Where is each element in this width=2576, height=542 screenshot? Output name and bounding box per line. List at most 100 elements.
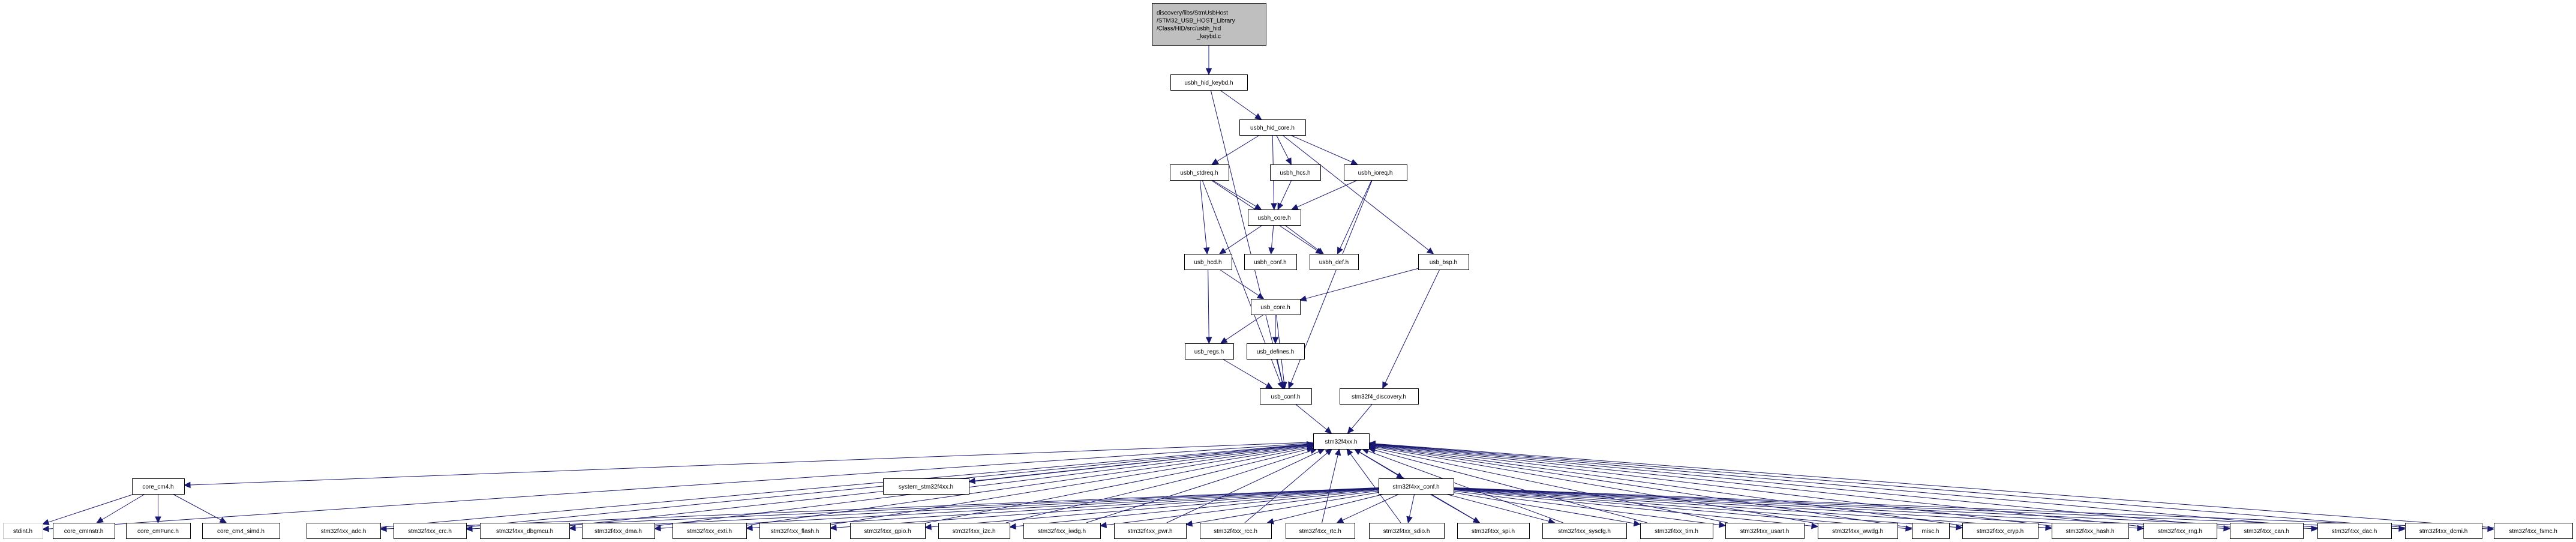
edge-line <box>1297 179 1358 208</box>
node-rng[interactable]: stm32f4xx_rng.h <box>2143 523 2217 539</box>
edge-stm32f4xx-to-stdint <box>41 442 1314 532</box>
edge-line <box>1305 268 1419 299</box>
arrowhead-icon <box>1382 381 1389 390</box>
node-usb-bsp[interactable]: usb_bsp.h <box>1418 254 1469 270</box>
node-usb-conf[interactable]: usb_conf.h <box>1260 388 1312 405</box>
arrowhead-icon <box>1316 247 1324 254</box>
node-stm32f4xx[interactable]: stm32f4xx.h <box>1313 433 1370 450</box>
arrowhead-icon <box>1268 247 1275 255</box>
edge-exti-to-stm32f4xx <box>746 442 1314 526</box>
node-fsmc[interactable]: stm32f4xx_fsmc.h <box>2494 523 2573 539</box>
edge-line <box>1445 493 1550 522</box>
node-rcc[interactable]: stm32f4xx_rcc.h <box>1200 523 1272 539</box>
node-iwdg[interactable]: stm32f4xx_iwdg.h <box>1023 523 1101 539</box>
edge-line <box>924 447 1308 524</box>
node-gpio[interactable]: stm32f4xx_gpio.h <box>850 523 926 539</box>
node-label: usb_conf.h <box>1271 394 1301 400</box>
node-adc[interactable]: stm32f4xx_adc.h <box>307 523 381 539</box>
node-keybd-h[interactable]: usbh_hid_keybd.h <box>1170 74 1248 91</box>
node-syscfg[interactable]: stm32f4xx_syscfg.h <box>1542 523 1627 539</box>
node-crc[interactable]: stm32f4xx_crc.h <box>394 523 467 539</box>
node-box <box>1344 164 1407 181</box>
arrowhead-icon <box>1008 523 1016 530</box>
edge-core_cm4-to-stdint <box>41 493 135 525</box>
node-label: stm32f4xx_rcc.h <box>1214 528 1257 535</box>
edge-line <box>1272 493 1385 522</box>
arrowhead-icon <box>1291 203 1299 210</box>
edge-line <box>1224 224 1263 251</box>
edge-line <box>472 487 1379 529</box>
node-stdint[interactable]: stdint.h <box>3 523 43 539</box>
node-box <box>1418 254 1469 270</box>
edge-hcs-to-usbh_core <box>1277 179 1292 211</box>
node-wwdg[interactable]: stm32f4xx_wwdg.h <box>1818 523 1898 539</box>
node-dma[interactable]: stm32f4xx_dma.h <box>582 523 655 539</box>
node-pwr[interactable]: stm32f4xx_pwr.h <box>1114 523 1187 539</box>
node-label: stm32f4xx_iwdg.h <box>1038 528 1086 535</box>
node-can[interactable]: stm32f4xx_can.h <box>2230 523 2304 539</box>
node-cmFunc[interactable]: core_cmFunc.h <box>126 523 191 539</box>
node-label: stm32f4xx_dbgmcu.h <box>496 528 553 535</box>
node-hash[interactable]: stm32f4xx_hash.h <box>2052 523 2129 539</box>
node-label: stm32f4xx_hash.h <box>2065 528 2114 535</box>
node-dac[interactable]: stm32f4xx_dac.h <box>2317 523 2392 539</box>
arrowhead-icon <box>924 523 932 531</box>
edge-line <box>172 493 221 520</box>
node-simd[interactable]: core_cm4_simd.h <box>202 523 280 539</box>
node-usbh-def[interactable]: usbh_def.h <box>1310 254 1359 270</box>
node-usb-defines[interactable]: usb_defines.h <box>1247 343 1305 360</box>
edge-ioreq-to-usbh_core <box>1291 179 1358 210</box>
node-exti[interactable]: stm32f4xx_exti.h <box>672 523 747 539</box>
node-box <box>202 523 280 539</box>
node-usbh-core[interactable]: usbh_core.h <box>1248 209 1301 226</box>
edge-stdreq-to-usbh_core <box>1212 179 1262 210</box>
edge-conf-to-gpio <box>924 489 1379 531</box>
node-label: stm32f4xx_crc.h <box>408 528 452 535</box>
node-label: stm32f4xx_wwdg.h <box>1832 528 1883 535</box>
node-hcs[interactable]: usbh_hcs.h <box>1270 164 1321 181</box>
node-discovery[interactable]: stm32f4_discovery.h <box>1340 388 1419 405</box>
node-spi[interactable]: stm32f4xx_spi.h <box>1457 523 1530 539</box>
node-box <box>1310 254 1359 270</box>
edge-line <box>1374 446 1913 528</box>
node-hid-core[interactable]: usbh_hid_core.h <box>1239 119 1306 136</box>
node-conf[interactable]: stm32f4xx_conf.h <box>1379 478 1454 495</box>
node-ioreq[interactable]: usbh_ioreq.h <box>1344 164 1407 181</box>
node-box <box>938 523 1010 539</box>
edge-line <box>1210 89 1283 383</box>
node-root[interactable]: discovery/libs/StmUsbHost/STM32_USB_HOST… <box>1152 3 1266 46</box>
node-sdio[interactable]: stm32f4xx_sdio.h <box>1369 523 1445 539</box>
edge-line <box>1244 453 1328 523</box>
node-label: misc.h <box>1922 528 1939 535</box>
node-rtc[interactable]: stm32f4xx_rtc.h <box>1286 523 1355 539</box>
node-stdreq[interactable]: usbh_stdreq.h <box>1170 164 1229 181</box>
node-usart[interactable]: stm32f4xx_usart.h <box>1725 523 1805 539</box>
arrowhead-icon <box>745 525 753 531</box>
edge-line <box>1368 450 1563 523</box>
node-cryp[interactable]: stm32f4xx_cryp.h <box>1962 523 2038 539</box>
node-core-cm4[interactable]: core_cm4.h <box>132 478 185 495</box>
node-system[interactable]: system_stm32f4xx.h <box>883 478 969 495</box>
node-layer: discovery/libs/StmUsbHost/STM32_USB_HOST… <box>3 3 2573 539</box>
arrowhead-icon <box>2045 524 2053 531</box>
node-label: usbh_hcs.h <box>1280 170 1310 176</box>
node-misc[interactable]: misc.h <box>1912 523 1950 539</box>
node-dbgmcu[interactable]: stm32f4xx_dbgmcu.h <box>480 523 570 539</box>
edge-conf-to-rcc <box>1266 493 1385 525</box>
node-usb-hcd[interactable]: usb_hcd.h <box>1184 254 1232 270</box>
edge-line <box>1208 269 1209 338</box>
edge-usb_core-to-usb_defines <box>1272 315 1279 345</box>
node-label: usbh_hid_keybd.h <box>1184 80 1233 86</box>
node-flash[interactable]: stm32f4xx_flash.h <box>759 523 831 539</box>
node-tim[interactable]: stm32f4xx_tim.h <box>1640 523 1713 539</box>
edge-line <box>1271 224 1274 248</box>
node-dcmi[interactable]: stm32f4xx_dcmi.h <box>2405 523 2482 539</box>
node-usb-regs[interactable]: usb_regs.h <box>1185 343 1234 360</box>
node-usb-core[interactable]: usb_core.h <box>1251 299 1301 315</box>
node-cmInstr[interactable]: core_cmInstr.h <box>53 523 115 539</box>
edge-line <box>1374 444 2406 528</box>
node-box <box>2405 523 2482 539</box>
node-usbh-conf[interactable]: usbh_conf.h <box>1244 254 1297 270</box>
node-i2c[interactable]: stm32f4xx_i2c.h <box>938 523 1010 539</box>
edge-can-to-stm32f4xx <box>1368 441 2230 528</box>
